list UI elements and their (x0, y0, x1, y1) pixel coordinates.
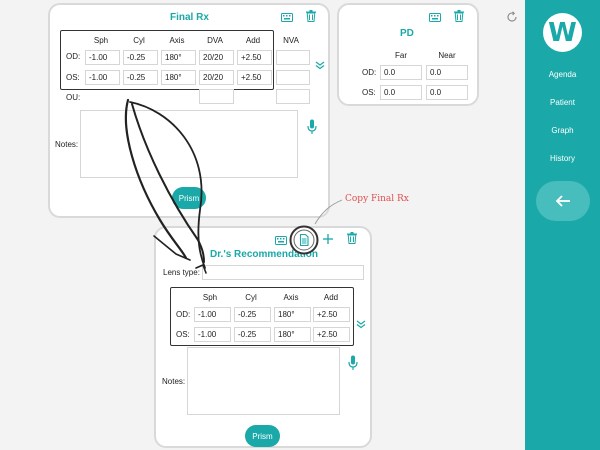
final-rx-od-cyl[interactable]: -0.25 (123, 50, 158, 65)
copy-document-icon[interactable] (289, 225, 319, 255)
final-rx-os-sph[interactable]: -1.00 (85, 70, 120, 85)
lens-type-label: Lens type: (163, 268, 200, 277)
keyboard-icon[interactable] (280, 10, 294, 24)
pd-header-near: Near (438, 51, 456, 60)
microphone-icon[interactable] (306, 118, 318, 136)
rec-od-add[interactable]: +2.50 (313, 307, 350, 322)
final-rx-od-dva[interactable]: 20/20 (199, 50, 234, 65)
sidebar (525, 0, 600, 450)
keyboard-icon[interactable] (428, 10, 442, 24)
final-rx-os-axis[interactable]: 180° (161, 70, 196, 85)
final-rx-ou-dva[interactable] (199, 89, 234, 104)
rec-highlight-box (170, 287, 354, 346)
final-rx-header-axis: Axis (169, 36, 185, 45)
plus-icon[interactable] (321, 232, 335, 246)
final-rx-header-sph: Sph (93, 36, 109, 45)
lens-type-input[interactable] (202, 265, 364, 280)
arrow-left-icon (555, 195, 570, 207)
keyboard-icon[interactable] (274, 233, 288, 247)
pd-od-far[interactable]: 0.0 (380, 65, 422, 80)
sidebar-item-graph[interactable]: Graph (551, 126, 574, 135)
final-rx-header-dva: DVA (207, 36, 223, 45)
rec-header-cyl: Cyl (245, 293, 257, 302)
final-rx-od-nva[interactable] (276, 50, 310, 65)
trash-icon[interactable] (345, 231, 359, 245)
pd-os-near[interactable]: 0.0 (426, 85, 468, 100)
chevron-down-icon[interactable] (354, 317, 368, 331)
recommendation-title: Dr.'s Recommendation (210, 249, 318, 260)
rec-os-cyl[interactable]: -0.25 (234, 327, 271, 342)
rec-notes-input[interactable] (187, 347, 340, 415)
rec-od-sph[interactable]: -1.00 (194, 307, 231, 322)
final-rx-header-add: Add (245, 36, 261, 45)
final-rx-od-label: OD: (66, 52, 81, 61)
trash-icon[interactable] (452, 9, 466, 23)
sidebar-item-agenda[interactable]: Agenda (548, 70, 577, 79)
copy-final-rx-annotation: Copy Final Rx (345, 194, 409, 204)
final-rx-os-dva[interactable]: 20/20 (199, 70, 234, 85)
pd-header-far: Far (395, 51, 407, 60)
rec-os-label: OS: (176, 330, 190, 339)
final-rx-title: Final Rx (170, 12, 209, 23)
trash-icon[interactable] (304, 9, 318, 23)
final-rx-os-label: OS: (66, 73, 80, 82)
final-rx-ou-nva[interactable] (276, 89, 310, 104)
final-rx-ou-label: OU: (66, 93, 81, 102)
final-rx-prism-button[interactable]: Prism (172, 187, 206, 209)
pd-od-label: OD: (362, 68, 377, 77)
app-logo: W (543, 13, 582, 52)
rec-header-sph: Sph (202, 293, 218, 302)
pd-od-near[interactable]: 0.0 (426, 65, 468, 80)
final-rx-od-axis[interactable]: 180° (161, 50, 196, 65)
rec-header-add: Add (323, 293, 339, 302)
final-rx-os-add[interactable]: +2.50 (237, 70, 272, 85)
final-rx-highlight-box (60, 30, 274, 90)
pd-os-far[interactable]: 0.0 (380, 85, 422, 100)
rec-od-axis[interactable]: 180° (274, 307, 311, 322)
rec-os-add[interactable]: +2.50 (313, 327, 350, 342)
chevron-down-icon[interactable] (313, 58, 327, 72)
pd-title: PD (400, 28, 414, 39)
final-rx-od-sph[interactable]: -1.00 (85, 50, 120, 65)
rec-header-axis: Axis (283, 293, 299, 302)
final-rx-header-nva: NVA (283, 36, 299, 45)
final-rx-notes-label: Notes: (55, 140, 79, 149)
refresh-icon[interactable] (505, 10, 519, 24)
rec-prism-button[interactable]: Prism (245, 425, 280, 447)
microphone-icon[interactable] (347, 354, 359, 372)
rec-os-sph[interactable]: -1.00 (194, 327, 231, 342)
rec-notes-label: Notes: (162, 377, 186, 386)
rec-os-axis[interactable]: 180° (274, 327, 311, 342)
back-button[interactable] (536, 181, 590, 221)
sidebar-item-history[interactable]: History (550, 154, 575, 163)
rec-od-cyl[interactable]: -0.25 (234, 307, 271, 322)
final-rx-od-add[interactable]: +2.50 (237, 50, 272, 65)
final-rx-header-cyl: Cyl (133, 36, 145, 45)
final-rx-os-nva[interactable] (276, 70, 310, 85)
rec-od-label: OD: (176, 310, 191, 319)
final-rx-os-cyl[interactable]: -0.25 (123, 70, 158, 85)
pd-os-label: OS: (362, 88, 376, 97)
sidebar-item-patient[interactable]: Patient (550, 98, 575, 107)
final-rx-notes-input[interactable] (80, 110, 298, 178)
